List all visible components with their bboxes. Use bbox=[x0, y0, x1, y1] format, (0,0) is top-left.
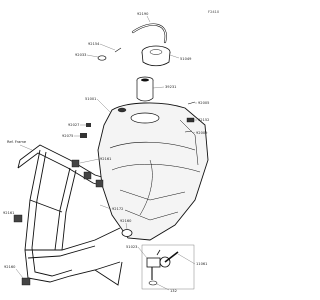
fuel-filter bbox=[136, 76, 154, 102]
pn-cap: 51049 bbox=[180, 57, 192, 61]
pn-screw-right: 92009 bbox=[196, 131, 208, 135]
clamp bbox=[114, 47, 122, 53]
breather-hose bbox=[131, 23, 167, 44]
pn-grommet-left: 92027 bbox=[68, 123, 79, 127]
gasket bbox=[97, 55, 107, 61]
pn-bolt-right: 92005 bbox=[198, 101, 209, 105]
frame-note: Ref. Frame bbox=[7, 140, 27, 144]
fuel-cap bbox=[141, 45, 171, 67]
pn-clamp-upper: 92154 bbox=[88, 42, 100, 46]
ref-code: F2410 bbox=[208, 10, 220, 14]
screw-right bbox=[184, 130, 193, 133]
pn-pad-bottom: 92160 bbox=[4, 265, 16, 269]
bolt-right bbox=[187, 101, 196, 105]
pn-lever: 11061 bbox=[196, 262, 207, 266]
pad-right bbox=[186, 117, 195, 123]
pn-damper-bottom: 92161 bbox=[3, 211, 14, 215]
pn-gasket: 92033 bbox=[75, 53, 86, 57]
pn-cock: 51023 bbox=[126, 245, 137, 249]
fuel-tank bbox=[97, 102, 209, 241]
fuel-cock bbox=[146, 249, 179, 286]
pn-damper-frame: 92161 bbox=[100, 157, 111, 161]
fuel-tank-exploded-view: F2410 Ref. Frame bbox=[3, 10, 220, 293]
frame-dampers bbox=[13, 159, 104, 286]
pn-pad-left: 92075 bbox=[62, 134, 73, 138]
grommet-left bbox=[86, 123, 91, 127]
pn-collar-lower: 92160 bbox=[120, 219, 132, 223]
diagram-canvas: F2410 Ref. Frame bbox=[3, 10, 220, 293]
pn-bolt-lower: 92172 bbox=[112, 207, 123, 211]
pn-tank: 51001 bbox=[85, 97, 96, 101]
pn-filter: 39231 bbox=[165, 85, 176, 89]
pn-washer-bottom: 132 bbox=[170, 289, 177, 293]
pn-pad-right: 92152 bbox=[198, 118, 209, 122]
pad-left bbox=[80, 133, 87, 138]
pn-hose-top: 92190 bbox=[137, 12, 149, 16]
collar-lower bbox=[121, 229, 133, 237]
